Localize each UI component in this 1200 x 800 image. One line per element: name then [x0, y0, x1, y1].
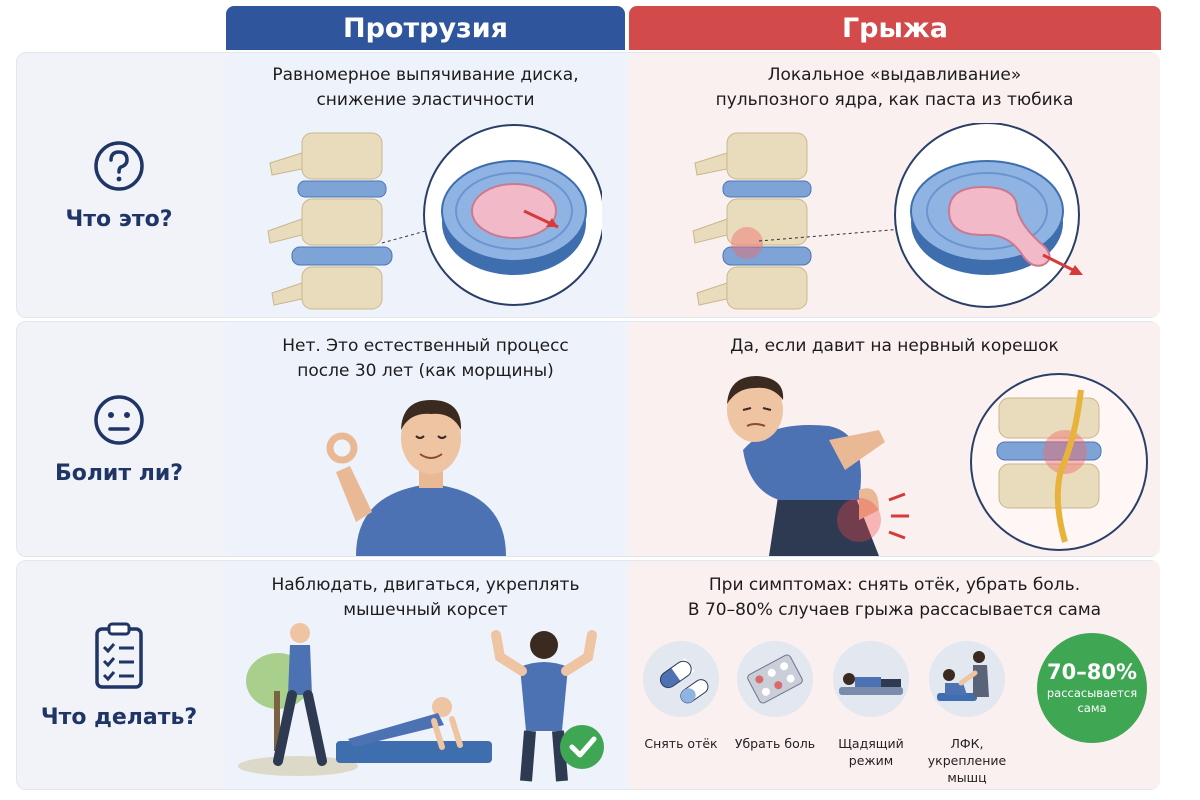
- treatment-label-4-line-2: мышц: [947, 770, 987, 785]
- cell-hernia-do: При симптомах: снять отёк, убрать боль. …: [629, 561, 1160, 789]
- treatment-label-4: ЛФК, укрепление мышц: [917, 735, 1017, 786]
- badge-value: 70–80%: [1047, 660, 1137, 684]
- protrusion-do-line-1: Наблюдать, двигаться, укреплять: [271, 575, 580, 595]
- protrusion-hurt-line-2: после 30 лет (как морщины): [297, 361, 554, 381]
- man-in-pain-illustration: [727, 373, 1148, 556]
- cell-hernia-what: Локальное «выдавливание» пульпозного ядр…: [629, 53, 1160, 317]
- protrusion-do-line-2: мышечный корсет: [343, 600, 508, 620]
- neutral-face-icon: [94, 394, 144, 445]
- label-what-to-do: Что делать?: [16, 560, 222, 790]
- hernia-do-text: При симптомах: снять отёк, убрать боль. …: [629, 573, 1160, 623]
- protrusion-what-line-1: Равномерное выпячивание диска,: [272, 65, 579, 85]
- protrusion-spine-illustration: [267, 124, 602, 310]
- resorption-badge: 70–80% рассасывается сама: [1037, 633, 1147, 743]
- header-protrusion-label: Протрузия: [343, 12, 508, 44]
- cell-protrusion-what: Равномерное выпячивание диска, снижение …: [226, 53, 625, 317]
- lying-person-icon: [833, 641, 909, 717]
- label-what-is-it: Что это?: [16, 52, 222, 318]
- exercise-illustration: [238, 623, 604, 782]
- physiotherapy-icon: [929, 641, 1005, 717]
- treatment-label-2: Убрать боль: [725, 735, 825, 752]
- badge-line-2: сама: [1077, 701, 1107, 715]
- hernia-do-line-1: При симптомах: снять отёк, убрать боль.: [708, 575, 1081, 595]
- clipboard-checklist-icon: [95, 622, 143, 689]
- hernia-what-line-1: Локальное «выдавливание»: [767, 65, 1022, 85]
- hernia-what-line-2: пульпозного ядра, как паста из тюбика: [715, 90, 1074, 110]
- protrusion-hurt-text: Нет. Это естественный процесс после 30 л…: [226, 334, 625, 384]
- hernia-what-text: Локальное «выдавливание» пульпозного ядр…: [629, 63, 1160, 113]
- hernia-hurt-text: Да, если давит на нервный корешок: [629, 334, 1160, 359]
- cell-protrusion-hurt: Нет. Это естественный процесс после 30 л…: [226, 322, 625, 556]
- treatment-label-3: Щадящий режим: [821, 735, 921, 769]
- treatment-label-2-line: Убрать боль: [734, 736, 816, 751]
- protrusion-do-text: Наблюдать, двигаться, укреплять мышечный…: [226, 573, 625, 623]
- treatment-label-1-line: Снять отёк: [644, 736, 718, 751]
- treatment-label-4-line-1: ЛФК, укрепление: [927, 736, 1007, 768]
- treatment-label-3-line-1: Щадящий: [838, 736, 904, 751]
- row-label-what: Что это?: [65, 206, 173, 232]
- hernia-spine-illustration: [692, 123, 1083, 310]
- header-hernia-label: Грыжа: [841, 12, 949, 44]
- row-label-hurt: Болит ли?: [54, 460, 184, 486]
- badge-line-1: рассасывается: [1046, 686, 1138, 700]
- calm-man-illustration: [326, 400, 506, 556]
- protrusion-what-line-2: снижение эластичности: [316, 90, 535, 110]
- question-icon: [94, 140, 144, 191]
- cell-hernia-hurt: Да, если давит на нервный корешок: [629, 322, 1160, 556]
- row-label-do: Что делать?: [40, 704, 198, 730]
- protrusion-what-text: Равномерное выпячивание диска, снижение …: [226, 63, 625, 113]
- blister-pack-icon: [737, 641, 813, 717]
- hernia-do-line-2: В 70–80% случаев грыжа рассасывается сам…: [687, 600, 1102, 620]
- treatment-label-3-line-2: режим: [848, 753, 894, 768]
- pills-icon: [643, 641, 719, 717]
- protrusion-hurt-line-1: Нет. Это естественный процесс: [282, 336, 569, 356]
- label-does-it-hurt: Болит ли?: [16, 321, 222, 557]
- cell-protrusion-do: Наблюдать, двигаться, укреплять мышечный…: [226, 561, 625, 789]
- treatment-label-1: Снять отёк: [631, 735, 731, 752]
- hernia-hurt-line-1: Да, если давит на нервный корешок: [730, 336, 1059, 356]
- header-hernia: Грыжа: [629, 6, 1161, 50]
- header-protrusion: Протрузия: [226, 6, 625, 50]
